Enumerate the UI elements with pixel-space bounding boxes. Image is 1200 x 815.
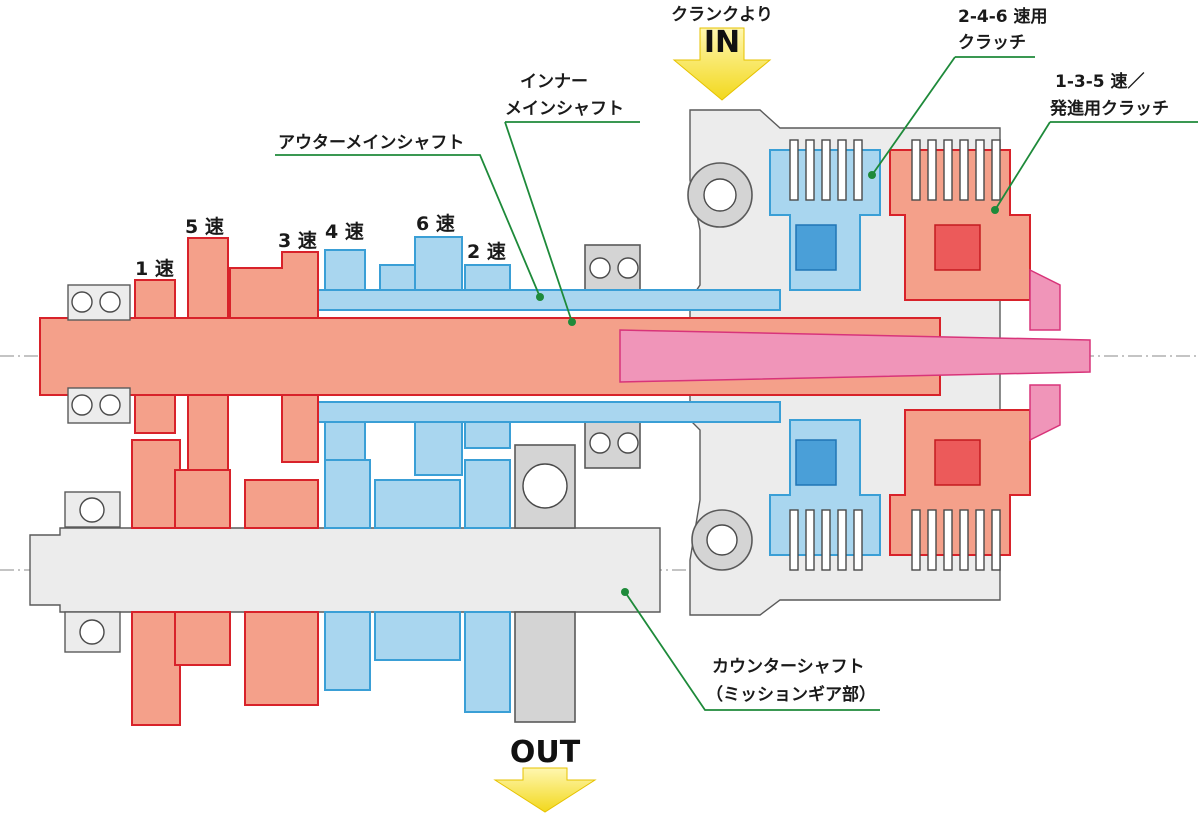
gear-3-label: 3 速 [278, 229, 317, 252]
input-source-label: クランクより [671, 5, 773, 25]
clutch-135-plates-bottom [911, 509, 1001, 571]
gear-6-label: 6 速 [416, 212, 455, 235]
inner-main-shaft [39, 317, 1091, 396]
outer-shaft-leader [275, 154, 541, 298]
inner-shaft-label-1: インナー [520, 72, 588, 92]
outer-shaft-label: アウターメインシャフト [278, 133, 464, 153]
gear-6-main-bottom [414, 421, 463, 476]
gear-5-main-top [187, 237, 229, 319]
input-arrow [672, 27, 772, 101]
counter-gears [131, 439, 576, 726]
inner-shaft-leader [504, 121, 573, 323]
main-gears [134, 236, 511, 476]
counter-shaft-leader [624, 591, 880, 711]
counter-shaft-label-2: （ミッションギア部） [706, 684, 876, 705]
gear-2-label: 2 速 [467, 240, 506, 263]
gear-4-label: 4 速 [325, 220, 364, 243]
clutch-135-leader [994, 121, 1051, 211]
counter-shaft [29, 491, 661, 653]
clutch-246 [769, 139, 881, 571]
clutch-246-plates-top [789, 139, 863, 201]
gear-2-main-bottom [464, 421, 511, 449]
gear-4-main-bottom [324, 421, 366, 463]
inner-shaft-label-2: メインシャフト [505, 99, 624, 119]
clutch-135-label-1: 1-3-5 速／ [1055, 71, 1145, 92]
clutch-246-label-2: クラッチ [958, 33, 1026, 53]
gear-5-main-bottom [187, 394, 229, 476]
clutch-246-leader [871, 56, 956, 176]
gear-1-main-top [134, 279, 176, 319]
output-arrow [493, 767, 597, 813]
gear-2-main-top [464, 264, 511, 291]
clutch-135 [889, 139, 1061, 571]
main-shaft-bearings [67, 284, 131, 424]
clutch-246-plates-bottom [789, 509, 863, 571]
gear-6-main-top [414, 236, 463, 291]
gear-3-main-bottom [230, 394, 319, 463]
output-label: OUT [510, 735, 581, 770]
gear-1-label: 1 速 [135, 257, 174, 280]
counter-shaft-label-1: カウンターシャフト [712, 657, 865, 677]
clutch-135-label-2: 発進用クラッチ [1049, 98, 1169, 119]
gear-4-main-top [324, 249, 366, 291]
input-label: IN [704, 25, 740, 60]
clutch-135-plates-top [911, 139, 1001, 201]
gear-5-label: 5 速 [185, 215, 224, 238]
clutch-246-label-1: 2-4-6 速用 [958, 6, 1048, 27]
gear-3-main-top [229, 251, 319, 319]
gear-1-main-bottom [134, 394, 176, 434]
